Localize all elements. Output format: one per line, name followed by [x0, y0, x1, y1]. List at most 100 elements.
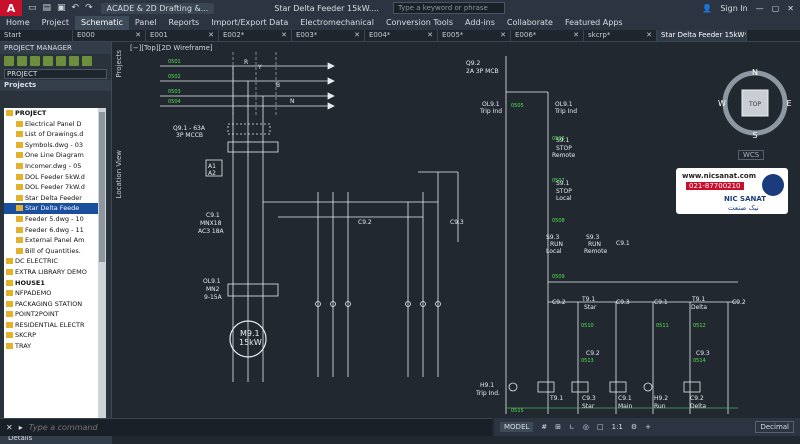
ribbon-tab-project[interactable]: Project — [41, 18, 69, 27]
ribbon-tab-import-export-data[interactable]: Import/Export Data — [211, 18, 289, 27]
drawing-icon — [16, 141, 23, 148]
drawing-canvas[interactable]: [−][Top][2D Wireframe] — [128, 42, 800, 416]
tree-scrollbar[interactable] — [98, 108, 106, 420]
viewcube-face[interactable]: TOP — [748, 101, 761, 108]
viewport-controls[interactable]: [−][Top][2D Wireframe] — [130, 44, 213, 52]
ribbon-tab-collaborate[interactable]: Collaborate — [506, 18, 553, 27]
tree-item[interactable]: Electrical Panel D — [4, 119, 98, 130]
viewcube-south[interactable]: S — [752, 131, 757, 140]
tree-item[interactable]: Bill of Quantities. — [4, 246, 98, 257]
tree-item[interactable]: PACKAGING STATION — [4, 299, 98, 310]
tree-item[interactable]: DOL Feeder 7kW.d — [4, 182, 98, 193]
model-space-toggle[interactable]: MODEL — [500, 422, 534, 432]
user-icon[interactable]: 👤 — [702, 3, 713, 13]
open-icon[interactable]: ▤ — [42, 3, 52, 13]
document-tab[interactable]: E003*✕ — [292, 30, 365, 41]
tree-item[interactable]: External Panel Am — [4, 235, 98, 246]
plot-icon[interactable] — [69, 56, 79, 66]
document-tab[interactable]: Start — [0, 30, 73, 41]
settings-gear-icon[interactable]: ⚙ — [630, 423, 638, 431]
location-view-side-tab[interactable]: Location View — [115, 150, 123, 199]
annotation-scale[interactable]: 1:1 — [611, 423, 623, 431]
tree-item[interactable]: Star Delta Feede — [4, 203, 98, 214]
document-tab[interactable]: E004*✕ — [365, 30, 438, 41]
tree-item[interactable]: Feeder 5.dwg - 10 — [4, 214, 98, 225]
tree-item[interactable]: Feeder 6.dwg - 11 — [4, 225, 98, 236]
svg-text:3P MCCB: 3P MCCB — [176, 132, 203, 139]
ribbon-tab-featured-apps[interactable]: Featured Apps — [564, 18, 623, 27]
ribbon-tab-schematic[interactable]: Schematic — [75, 16, 129, 30]
tree-item[interactable]: POINT2POINT — [4, 309, 98, 320]
refresh-icon[interactable] — [43, 56, 53, 66]
tree-item[interactable]: SKCRP — [4, 330, 98, 341]
document-tab[interactable]: E000✕ — [73, 30, 146, 41]
tree-item[interactable]: Star Delta Feeder — [4, 193, 98, 204]
ribbon-tab-home[interactable]: Home — [6, 18, 30, 27]
polar-icon[interactable]: ◎ — [582, 423, 589, 431]
workspace-selector[interactable]: ACADE & 2D Drafting &... — [100, 2, 215, 14]
snap-icon[interactable]: ⊞ — [555, 423, 562, 431]
save-icon[interactable]: ▣ — [57, 3, 66, 13]
command-input[interactable] — [28, 421, 409, 434]
osnap-icon[interactable]: □ — [597, 423, 604, 431]
search-input[interactable]: Type a keyword or phrase — [392, 2, 505, 14]
tree-item[interactable]: TRAY — [4, 341, 98, 352]
document-tab[interactable]: E002*✕ — [219, 30, 292, 41]
close-tab-icon[interactable]: ✕ — [208, 31, 214, 39]
close-tab-icon[interactable]: ✕ — [281, 31, 287, 39]
ribbon-tab-add-ins[interactable]: Add-ins — [465, 18, 495, 27]
viewcube-north[interactable]: N — [752, 68, 758, 77]
projects-side-tab[interactable]: Projects — [115, 50, 123, 78]
new-icon[interactable]: ▭ — [28, 3, 37, 13]
tree-item[interactable]: PROJECT — [4, 108, 98, 119]
tree-item[interactable]: Symbols.dwg - 03 — [4, 140, 98, 151]
sign-in-link[interactable]: Sign In — [720, 3, 748, 13]
document-tab[interactable]: E006*✕ — [511, 30, 584, 41]
close-tab-icon[interactable]: ✕ — [135, 31, 141, 39]
new-drawing-icon[interactable] — [30, 56, 40, 66]
close-tab-icon[interactable]: ✕ — [646, 31, 652, 39]
document-tab[interactable]: E001✕ — [146, 30, 219, 41]
plus-icon[interactable]: + — [645, 423, 652, 431]
undo-icon[interactable]: ↶ — [71, 3, 80, 13]
close-icon[interactable]: ✕ — [787, 3, 794, 13]
viewcube[interactable]: TOP N S E W — [718, 66, 792, 140]
viewcube-east[interactable]: E — [786, 99, 791, 108]
tree-item[interactable]: HOUSE1 — [4, 278, 98, 289]
close-tab-icon[interactable]: ✕ — [354, 31, 360, 39]
app-logo[interactable]: A — [0, 0, 22, 16]
units-dropdown[interactable]: Decimal — [755, 421, 794, 433]
tree-item[interactable]: NFPADEMO — [4, 288, 98, 299]
close-tab-icon[interactable]: ✕ — [427, 31, 433, 39]
tree-item[interactable]: DOL Feeder 5kW.d — [4, 172, 98, 183]
tree-item[interactable]: EXTRA LIBRARY DEMO — [4, 267, 98, 278]
close-command-icon[interactable]: ✕ — [6, 423, 13, 432]
ribbon-tab-electromechanical[interactable]: Electromechanical — [300, 18, 374, 27]
document-tab[interactable]: Star Delta Feeder 15kW*✕ — [657, 30, 747, 41]
tree-item[interactable]: List of Drawings.d — [4, 129, 98, 140]
settings-icon[interactable] — [56, 56, 66, 66]
wcs-menu[interactable]: WCS — [738, 150, 765, 160]
tree-item[interactable]: One Line Diagram — [4, 150, 98, 161]
document-tab[interactable]: E005*✕ — [438, 30, 511, 41]
viewcube-west[interactable]: W — [718, 99, 726, 108]
document-tab[interactable]: skcrp*✕ — [584, 30, 657, 41]
ribbon-tab-conversion-tools[interactable]: Conversion Tools — [385, 18, 454, 27]
ortho-icon[interactable]: ∟ — [569, 423, 575, 431]
new-project-icon[interactable] — [17, 56, 27, 66]
tree-item[interactable]: DC ELECTRIC — [4, 256, 98, 267]
grid-icon[interactable]: # — [541, 423, 548, 431]
open-project-icon[interactable] — [4, 56, 14, 66]
tree-item[interactable]: RESIDENTIAL ELECTR — [4, 320, 98, 331]
close-tab-icon[interactable]: ✕ — [573, 31, 579, 39]
publish-icon[interactable] — [82, 56, 92, 66]
close-tab-icon[interactable]: ✕ — [500, 31, 506, 39]
minimize-icon[interactable]: — — [755, 3, 764, 13]
ribbon-tab-panel[interactable]: Panel — [134, 18, 157, 27]
ribbon-tab-reports[interactable]: Reports — [168, 18, 200, 27]
tree-item[interactable]: Incomer.dwg - 05 — [4, 161, 98, 172]
project-dropdown[interactable]: PROJECT — [4, 69, 107, 79]
redo-icon[interactable]: ↷ — [85, 3, 93, 13]
maximize-icon[interactable]: ▢ — [771, 3, 780, 13]
command-prompt-icon[interactable]: ▸ — [18, 423, 23, 432]
